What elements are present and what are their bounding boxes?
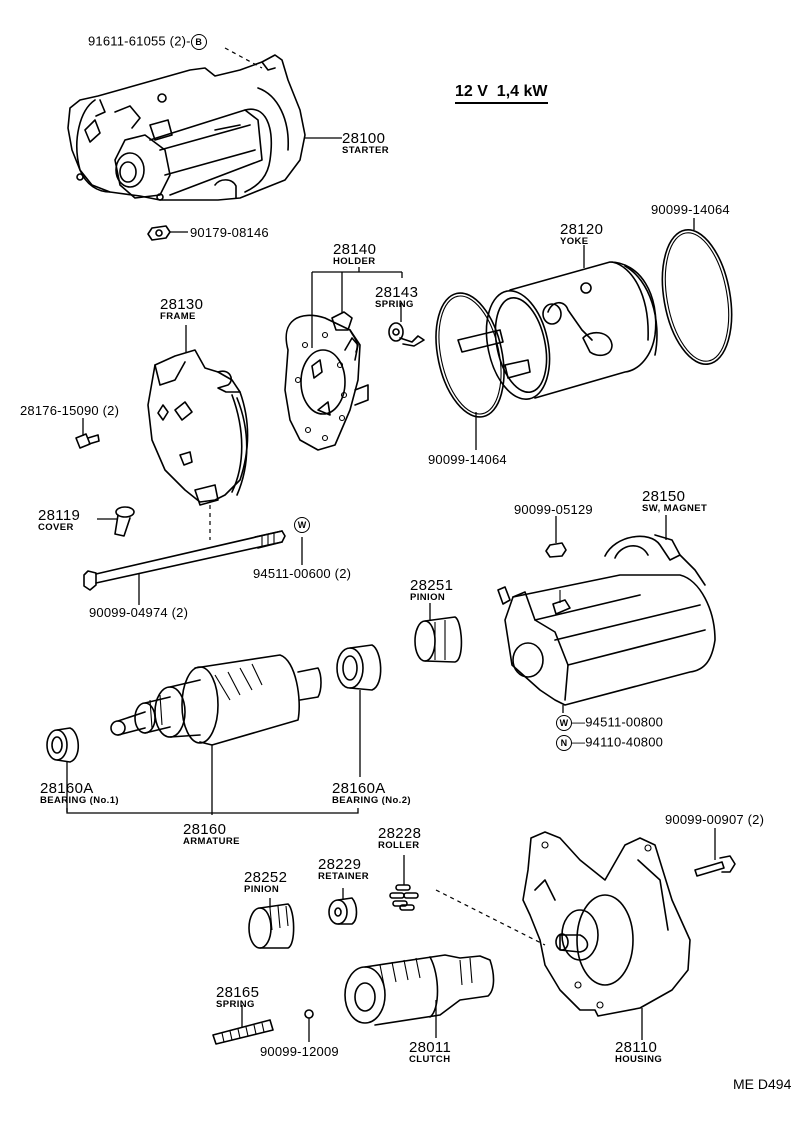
roller-drawing[interactable] xyxy=(389,855,419,911)
part-number: 28119 xyxy=(38,507,81,524)
part-number: 28140 xyxy=(333,241,377,258)
part-label-steel-ball[interactable]: 90099-12009 xyxy=(260,1044,339,1059)
part-number: 28160 xyxy=(183,821,227,838)
part-name: STARTER xyxy=(342,145,389,156)
brush-spring-drawing[interactable] xyxy=(388,303,425,347)
armature-drawing[interactable] xyxy=(110,654,322,815)
marker-b-icon: B xyxy=(190,34,207,50)
part-name: HOUSING xyxy=(615,1054,663,1065)
part-name: BEARING (No.2) xyxy=(332,795,411,806)
o-ring-right-drawing[interactable] xyxy=(653,218,742,370)
part-label-retainer[interactable]: 28229 RETAINER xyxy=(318,857,369,882)
part-number: 28251 xyxy=(410,577,454,594)
cover-drawing[interactable] xyxy=(97,506,135,537)
part-name: BEARING (No.1) xyxy=(40,795,119,806)
assembly-guide-line xyxy=(435,889,546,946)
part-label-clutch[interactable]: 28011 CLUTCH xyxy=(409,1040,451,1065)
part-label-switch-nut[interactable]: 90099-05129 xyxy=(514,502,593,517)
steel-ball-drawing[interactable] xyxy=(304,1009,314,1042)
part-name: SPRING xyxy=(216,999,255,1010)
bearing-armature-bracket xyxy=(66,808,359,814)
clutch-spring-drawing[interactable] xyxy=(212,1005,274,1045)
part-label-nut-top[interactable]: 90179-08146 xyxy=(190,225,269,240)
part-name: SPRING xyxy=(375,299,414,310)
part-label-pinion-upper[interactable]: 28251 PINION xyxy=(410,578,453,603)
part-number: 28229 xyxy=(318,856,362,873)
through-bolt-drawing[interactable] xyxy=(83,530,286,605)
part-label-magnet-switch[interactable]: 28150 SW, MAGNET xyxy=(642,489,707,514)
switch-nut-drawing[interactable] xyxy=(545,516,567,558)
yoke-drawing[interactable] xyxy=(457,245,658,405)
part-name: FRAME xyxy=(160,311,196,322)
part-label-washer-w6[interactable]: 94511-00600 (2) xyxy=(253,566,352,581)
magnet-switch-drawing[interactable] xyxy=(497,515,716,713)
part-label-housing-bolt[interactable]: 90099-00907 (2) xyxy=(665,812,765,827)
frame-screw-drawing[interactable] xyxy=(75,418,100,449)
part-label-frame[interactable]: 28130 FRAME xyxy=(160,297,203,322)
marker-n-icon: N xyxy=(556,735,572,751)
part-number: 28011 xyxy=(409,1039,452,1056)
part-label-bolt-b[interactable]: 91611-61055 (2)-B xyxy=(88,34,207,50)
part-label-through-bolt[interactable]: 90099-04974 (2) xyxy=(89,605,189,620)
commutator-end-frame-drawing[interactable] xyxy=(147,325,249,540)
part-name: PINION xyxy=(244,884,280,895)
part-label-starter[interactable]: 28100 STARTER xyxy=(342,131,389,156)
part-label-housing[interactable]: 28110 HOUSING xyxy=(615,1040,662,1065)
diagram-code: ME D494 xyxy=(733,1076,792,1092)
marker-w-icon: W xyxy=(294,517,310,533)
part-name: CLUTCH xyxy=(409,1054,451,1065)
part-label-o-ring-right[interactable]: 90099-14064 xyxy=(651,202,730,217)
drive-housing-drawing[interactable] xyxy=(522,831,691,1040)
part-number: 28110 xyxy=(615,1039,658,1056)
part-number: 28252 xyxy=(244,869,288,886)
part-label-washer-w8[interactable]: W—94511-00800 xyxy=(556,715,663,731)
part-label-nut-n8[interactable]: N—94110-40800 xyxy=(556,735,663,751)
part-number: 28160A xyxy=(332,780,386,797)
part-name: ARMATURE xyxy=(183,836,240,847)
part-name: SW, MAGNET xyxy=(642,503,708,514)
part-name: ROLLER xyxy=(378,840,420,851)
part-label-pinion-lower[interactable]: 28252 PINION xyxy=(244,870,287,895)
part-number: 28150 xyxy=(642,488,686,505)
part-number: 28165 xyxy=(216,984,260,1001)
part-label-clutch-spring[interactable]: 28165 SPRING xyxy=(216,985,259,1010)
part-label-roller[interactable]: 28228 ROLLER xyxy=(378,826,421,851)
part-label-o-ring-left[interactable]: 90099-14064 xyxy=(428,452,507,467)
part-name: YOKE xyxy=(560,236,589,247)
pinion-gear-upper-drawing[interactable] xyxy=(414,603,463,663)
housing-bolt-drawing[interactable] xyxy=(694,828,736,877)
retainer-drawing[interactable] xyxy=(328,888,358,925)
starter-assembly-drawing[interactable] xyxy=(67,47,342,201)
part-number: 28143 xyxy=(375,284,419,301)
flange-nut-drawing[interactable] xyxy=(147,225,188,241)
part-number: 28100 xyxy=(342,130,386,147)
part-number: 28130 xyxy=(160,296,204,313)
part-label-brush-spring[interactable]: 28143 SPRING xyxy=(375,285,418,310)
o-ring-left-drawing[interactable] xyxy=(426,287,515,450)
marker-w-icon: W xyxy=(556,715,572,731)
part-name: RETAINER xyxy=(318,871,370,882)
part-label-cover[interactable]: 28119 COVER xyxy=(38,508,80,533)
part-name: HOLDER xyxy=(333,256,376,267)
clutch-drawing[interactable] xyxy=(344,954,495,1038)
part-number: 28160A xyxy=(40,780,94,797)
part-label-frame-screw[interactable]: 28176-15090 (2) xyxy=(20,403,120,418)
part-name: PINION xyxy=(410,592,446,603)
part-label-bearing-no2[interactable]: 28160A BEARING (No.2) xyxy=(332,781,411,806)
pinion-gear-lower-drawing[interactable] xyxy=(248,898,295,949)
part-label-bearing-no1[interactable]: 28160A BEARING (No.1) xyxy=(40,781,119,806)
part-label-holder[interactable]: 28140 HOLDER xyxy=(333,242,376,267)
part-number: 28120 xyxy=(560,221,604,238)
bearing-no1-drawing[interactable] xyxy=(46,727,80,812)
bearing-no2-drawing[interactable] xyxy=(336,644,382,777)
part-label-yoke[interactable]: 28120 YOKE xyxy=(560,222,603,247)
part-label-armature[interactable]: 28160 ARMATURE xyxy=(183,822,240,847)
spec-rating: 12 V 1,4 kW xyxy=(455,84,548,104)
part-name: COVER xyxy=(38,522,74,533)
brush-holder-drawing[interactable] xyxy=(284,267,403,451)
part-number: 28228 xyxy=(378,825,422,842)
